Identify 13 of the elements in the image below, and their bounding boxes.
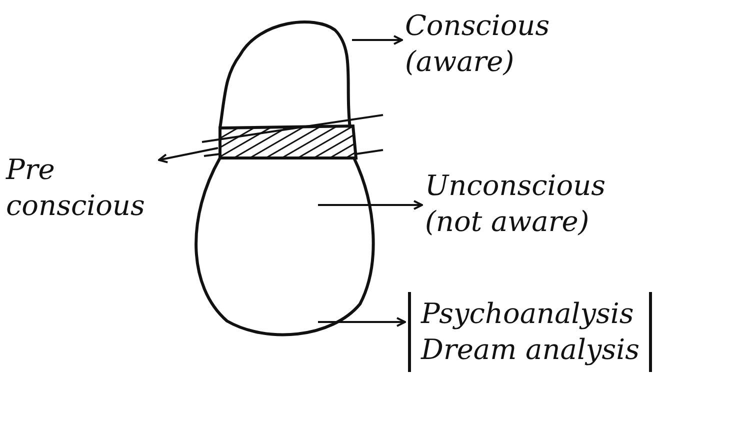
region-label: Unconscious xyxy=(425,168,606,204)
region-label: Dream analysis xyxy=(421,332,640,368)
hatched-band xyxy=(200,112,385,160)
region-label: Pre conscious xyxy=(6,152,146,224)
region-label: Psychoanalysis xyxy=(421,296,635,332)
arrow xyxy=(318,317,406,327)
region-label: (aware) xyxy=(405,44,516,80)
arrow xyxy=(318,200,423,210)
region-label: Conscious xyxy=(405,8,550,44)
bracket-box xyxy=(408,292,652,372)
region-label: (not aware) xyxy=(425,204,590,240)
arrow xyxy=(352,35,403,45)
arrow xyxy=(158,147,218,164)
